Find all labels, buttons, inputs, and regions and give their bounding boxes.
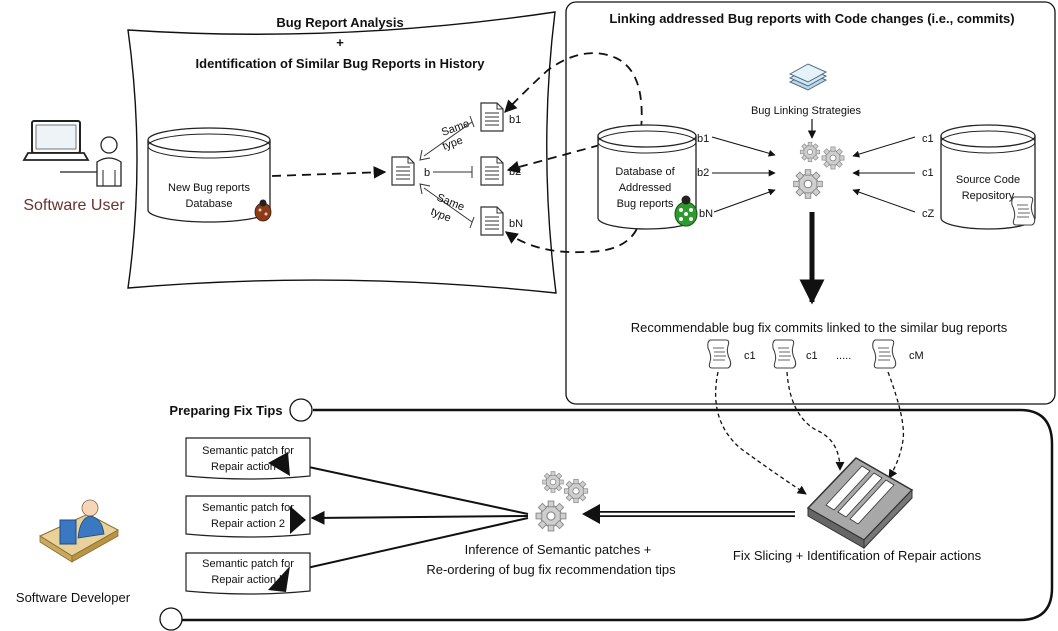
repo-label-c1a: c1 [922,133,934,145]
bug-report-b2-icon [480,156,504,186]
addressed-bug-reports-database [597,124,697,230]
addressed-db-label-3: Bug reports [617,198,674,210]
semantic-patch-2 [185,495,311,538]
software-user-label: Software User [23,197,125,214]
green-bug-icon [674,195,698,227]
patch-2-line-2: Repair action 2 [211,518,285,530]
commit-c1a-icon [707,339,732,369]
repo-label-c1b: c1 [922,167,934,179]
db-label-bN: bN [699,208,713,220]
recommendable-commits-label: Recommendable bug fix commits linked to … [631,320,1008,335]
inference-label-2: Re-ordering of bug fix recommendation ti… [426,562,676,577]
fix-slicing-machine-icon [806,457,914,550]
db-label-b2: b2 [697,167,709,179]
ladybug-icon [254,199,272,222]
addressed-db-label-2: Addressed [619,182,672,194]
semantic-patch-k [185,552,311,595]
computer-icon [22,120,98,173]
fix-slicing-label: Fix Slicing + Identification of Repair a… [733,548,982,563]
patch-2-line-1: Semantic patch for [202,502,294,514]
commit-label-c1b: c1 [806,350,818,362]
preparing-fix-tips-label: Preparing Fix Tips [169,403,282,418]
user-person-icon [96,136,122,187]
semantic-patch-1 [185,437,311,480]
new-bug-reports-database [147,127,271,223]
patch-1-line-2: Repair action 1 [211,461,285,473]
patch-k-line-2: Repair action k [211,574,285,586]
pipe-end-cap [159,607,183,631]
source-code-repository-database [940,124,1036,230]
doc-label-bN: bN [509,218,523,230]
software-developer-label: Software Developer [16,590,131,605]
repo-scroll-icon [1011,196,1036,226]
left-panel-frame [127,11,557,294]
patch-k-line-1: Semantic patch for [202,558,294,570]
commit-label-c1a: c1 [744,350,756,362]
left-panel-title-3: Identification of Similar Bug Reports in… [196,56,486,71]
right-panel-frame [565,1,1056,405]
source-repo-label-2: Repository [962,190,1015,202]
stacked-papers-icon [788,63,828,91]
addressed-db-label-1: Database of [615,166,675,178]
commit-dots: ..... [836,350,851,362]
commit-label-cM: cM [909,350,924,362]
pipe-start-cap [289,398,313,422]
bug-report-b1-icon [480,102,504,132]
patch-1-line-1: Semantic patch for [202,445,294,457]
repo-label-cZ: cZ [922,208,935,220]
doc-label-b: b [424,167,430,179]
commit-c1b-icon [772,339,797,369]
preparing-fix-tips-pipe [181,408,1054,622]
inference-gears-icon [535,471,589,532]
db-label-b1: b1 [697,133,709,145]
inference-label-1: Inference of Semantic patches + [465,542,652,557]
left-panel-title-2: + [336,35,344,50]
source-repo-label-1: Source Code [956,174,1020,186]
right-panel-title: Linking addressed Bug reports with Code … [609,11,1014,26]
new-bug-db-label-2: Database [185,198,232,210]
software-developer-icon [38,499,120,563]
bug-report-bN-icon [480,206,504,236]
new-bug-db-label-1: New Bug reports [168,182,250,194]
left-panel-title-1: Bug Report Analysis [276,15,403,30]
bug-report-b-icon [391,156,415,186]
commit-cM-icon [872,339,897,369]
bug-linking-strategies-label: Bug Linking Strategies [751,105,862,117]
doc-label-b1: b1 [509,114,521,126]
